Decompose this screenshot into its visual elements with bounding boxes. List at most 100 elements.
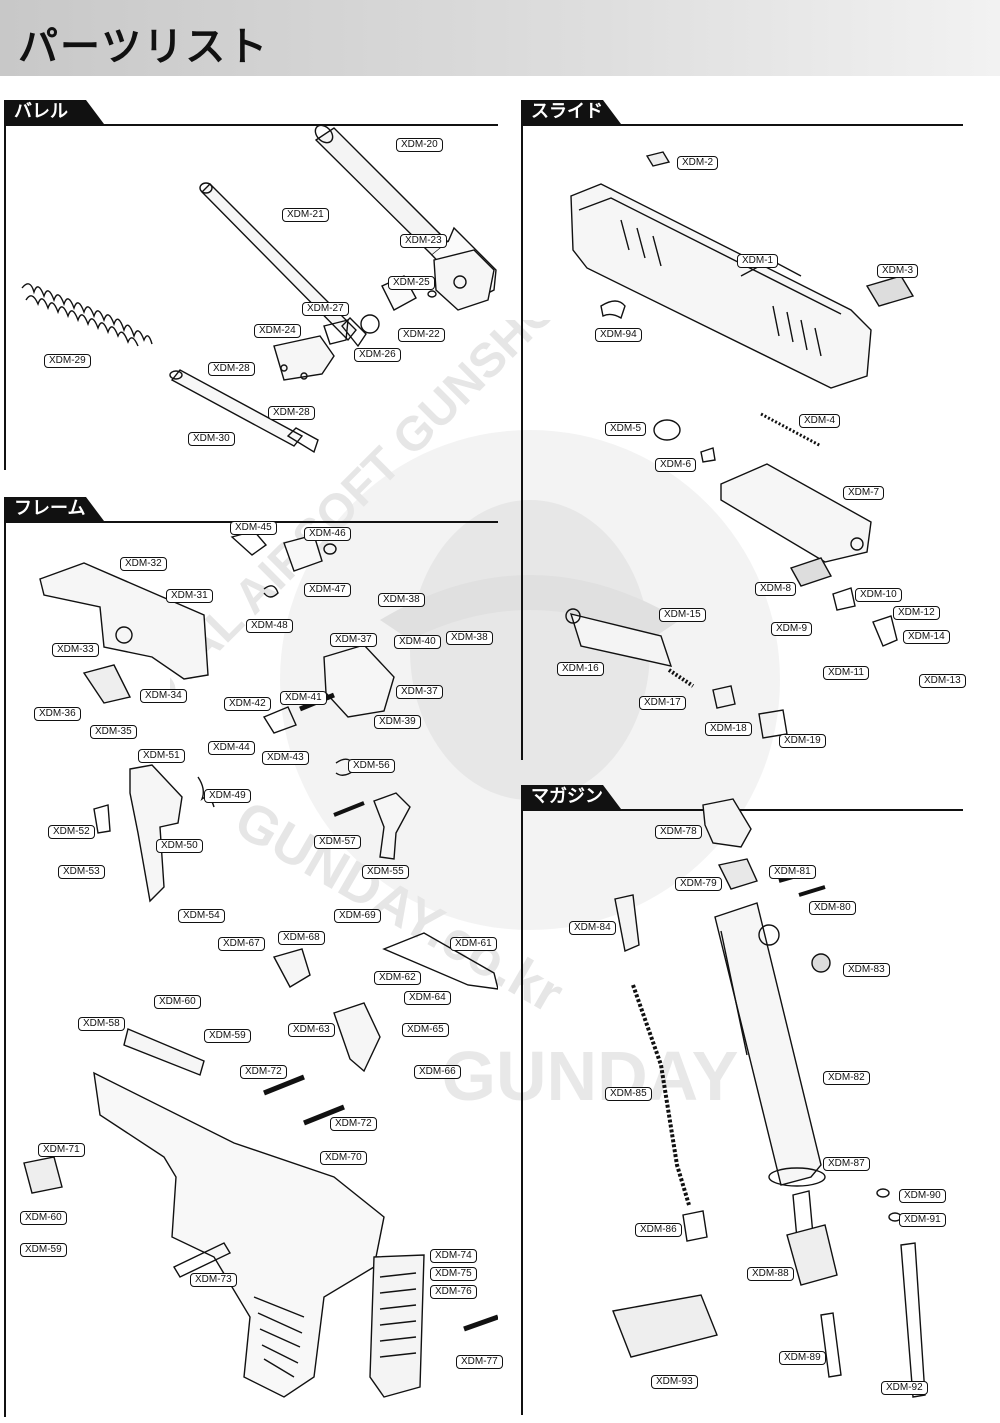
part-label: XDM-44	[208, 741, 255, 755]
part-label: XDM-13	[919, 674, 966, 688]
part-label: XDM-87	[823, 1157, 870, 1171]
hopup-dial-part	[360, 314, 380, 334]
part-label: XDM-53	[58, 865, 105, 879]
part-label: XDM-88	[747, 1267, 794, 1281]
slide-pin-part	[600, 300, 626, 320]
part-label: XDM-85	[605, 1087, 652, 1101]
pin-part	[463, 1314, 498, 1332]
part-label: XDM-3	[877, 264, 919, 278]
part-label: XDM-68	[278, 931, 325, 945]
trigger-pin-part	[333, 801, 365, 817]
part-label: XDM-63	[288, 1023, 335, 1037]
part-label: XDM-18	[705, 722, 752, 736]
part-label: XDM-80	[809, 901, 856, 915]
part-label: XDM-5	[605, 422, 647, 436]
hopup-chamber-part	[433, 249, 495, 311]
part-label: XDM-24	[254, 324, 301, 338]
part-label: XDM-21	[282, 208, 329, 222]
mag-catch-pin-part	[173, 1242, 231, 1278]
part-label: XDM-60	[154, 995, 201, 1009]
section-title-barrel: バレル	[14, 101, 68, 122]
part-label: XDM-22	[398, 328, 445, 342]
part-label: XDM-6	[655, 458, 697, 472]
sear-housing-part	[323, 644, 395, 718]
part-label: XDM-4	[799, 414, 841, 428]
part-label: XDM-17	[639, 696, 686, 710]
part-label: XDM-29	[44, 354, 91, 368]
part-label: XDM-77	[456, 1355, 503, 1369]
pin-part	[303, 1104, 345, 1126]
small-washer-part	[323, 543, 337, 555]
part-label: XDM-40	[394, 635, 441, 649]
part-label: XDM-25	[388, 276, 435, 290]
part-label: XDM-23	[400, 234, 447, 248]
part-label: XDM-38	[446, 631, 493, 645]
guide-rod-part	[169, 369, 319, 454]
rear-cover-part	[720, 463, 872, 563]
section-header-slide: スライド	[521, 100, 963, 126]
part-label: XDM-33	[52, 643, 99, 657]
part-label: XDM-93	[651, 1375, 698, 1389]
part-label: XDM-7	[843, 486, 885, 500]
pin-part	[798, 885, 826, 897]
magazine-parts-drawing	[612, 798, 926, 1398]
cylinder-part	[565, 608, 673, 667]
section-magazine: マガジン XDM-78 XDM-81 XDM-79 XDM-80 XDM-84 …	[521, 785, 963, 1415]
base-plate-part	[612, 1294, 718, 1358]
part-label: XDM-75	[430, 1267, 477, 1281]
part-label: XDM-28	[268, 406, 315, 420]
part-label: XDM-92	[881, 1381, 928, 1395]
recoil-spring-part	[21, 283, 153, 347]
page-title: パーツリスト	[18, 24, 270, 70]
valve-part	[712, 685, 736, 709]
hammer-spring-part	[263, 585, 279, 598]
trigger-part	[373, 792, 411, 860]
section-rule-slide	[521, 124, 523, 760]
part-label: XDM-48	[246, 619, 293, 633]
part-label: XDM-28	[208, 362, 255, 376]
part-label: XDM-52	[48, 825, 95, 839]
trigger-housing-part	[39, 562, 209, 680]
section-title-slide: スライド	[531, 101, 603, 122]
washer-part	[653, 419, 681, 441]
magazine-spring-part	[631, 984, 691, 1206]
sear-part	[333, 1002, 381, 1073]
part-label: XDM-61	[450, 937, 497, 951]
part-label: XDM-59	[204, 1029, 251, 1043]
part-label: XDM-38	[378, 593, 425, 607]
part-label: XDM-70	[320, 1151, 367, 1165]
section-barrel: バレル	[4, 100, 498, 470]
part-label: XDM-1	[737, 254, 779, 268]
part-label: XDM-20	[396, 138, 443, 152]
part-label: XDM-65	[402, 1023, 449, 1037]
grip-safety-part	[129, 764, 183, 903]
part-label: XDM-60	[20, 1211, 67, 1225]
section-title-magazine: マガジン	[531, 786, 603, 807]
part-label: XDM-74	[430, 1249, 477, 1263]
part-label: XDM-37	[396, 685, 443, 699]
part-label: XDM-51	[138, 749, 185, 763]
part-label: XDM-34	[140, 689, 187, 703]
magazine-body-part	[714, 902, 822, 1186]
part-label: XDM-55	[362, 865, 409, 879]
part-label: XDM-50	[156, 839, 203, 853]
part-label: XDM-82	[823, 1071, 870, 1085]
magazine-lip-part	[702, 798, 752, 848]
section-rule-magazine	[521, 809, 523, 1415]
section-rule-barrel	[4, 124, 6, 470]
section-rule-frame	[4, 521, 6, 1417]
ejector-part	[123, 1028, 205, 1076]
part-label: XDM-71	[38, 1143, 85, 1157]
section-header-barrel: バレル	[4, 100, 498, 126]
part-label: XDM-35	[90, 725, 137, 739]
part-label: XDM-32	[120, 557, 167, 571]
chamber-block-part	[273, 319, 349, 381]
part-label: XDM-72	[240, 1065, 287, 1079]
part-label: XDM-14	[903, 630, 950, 644]
slide-parts-drawing	[565, 151, 915, 739]
small-ring-part	[427, 290, 437, 298]
grip-insert-part	[369, 1254, 425, 1398]
part-label: XDM-16	[557, 662, 604, 676]
part-label: XDM-27	[302, 302, 349, 316]
front-sight-part	[645, 151, 671, 167]
